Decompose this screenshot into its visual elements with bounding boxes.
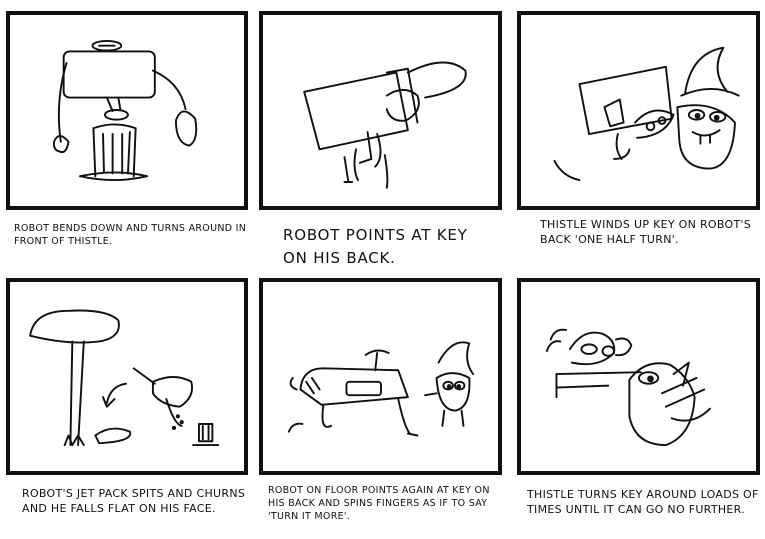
panel-2-caption: Robot points at key on his back. — [283, 226, 468, 267]
panel-6-caption: Thistle turns key around loads of times … — [527, 488, 759, 516]
panel-6 — [517, 278, 760, 475]
panel-3-caption: Thistle winds up key on robot's back 'on… — [540, 218, 752, 246]
panel-5-drawing — [287, 341, 475, 437]
panel-1-caption: Robot bends down and turns around in fro… — [14, 223, 247, 247]
panel-3 — [517, 11, 760, 210]
panel-6-drawing — [545, 328, 711, 447]
panel-1-drawing — [52, 39, 198, 181]
panel-4-caption: Robot's jet pack spits and churns and he… — [22, 487, 246, 515]
panel-5 — [259, 278, 502, 475]
panel-1 — [6, 11, 248, 210]
panel-4-drawing — [29, 309, 220, 447]
panel-2-drawing — [303, 61, 467, 189]
panel-4 — [6, 278, 248, 475]
panel-2 — [259, 11, 502, 210]
panel-5-caption: Robot on floor points again at key on hi… — [268, 485, 490, 522]
panel-3-drawing — [553, 46, 740, 182]
